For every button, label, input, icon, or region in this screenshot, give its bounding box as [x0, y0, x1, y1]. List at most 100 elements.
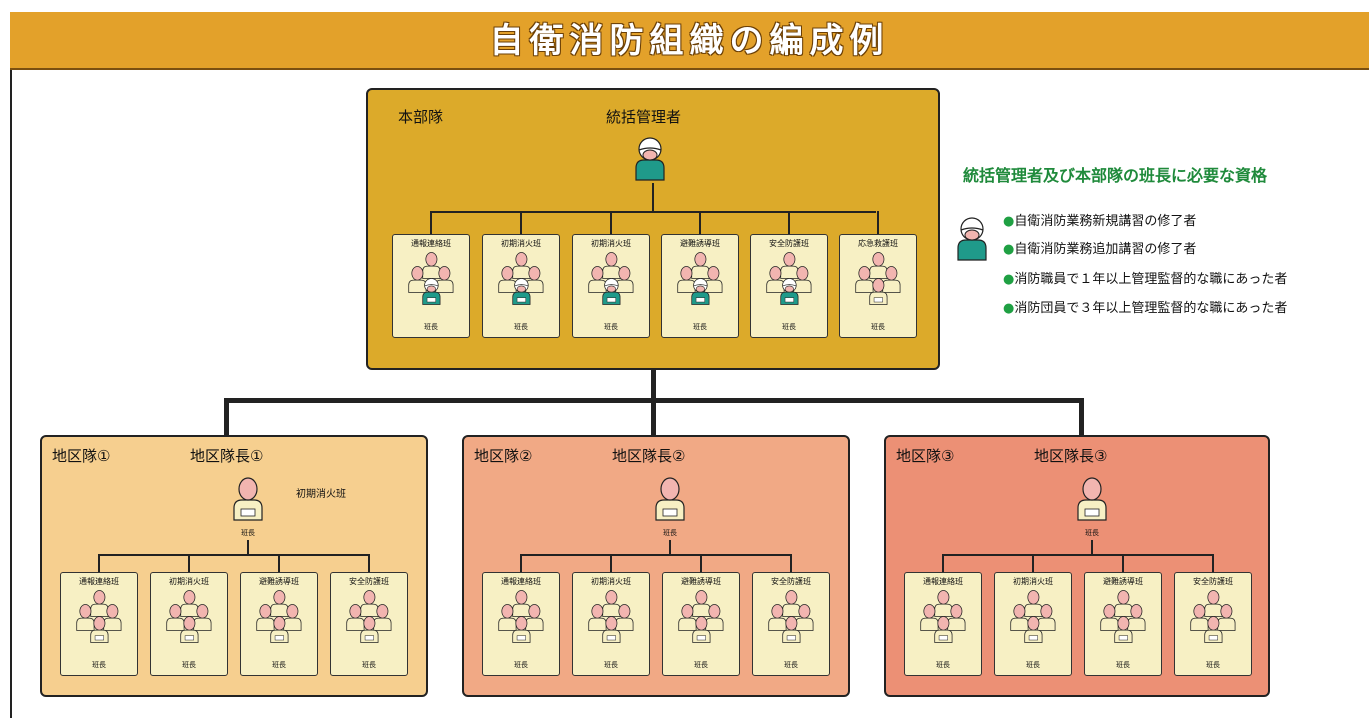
- team-name: 避難誘導班: [1103, 577, 1143, 586]
- person-icon: [1127, 604, 1146, 631]
- person-icon: [588, 604, 607, 631]
- person-icon: [855, 266, 874, 293]
- team-name: 初期消火班: [591, 577, 631, 586]
- team-name: 初期消火班: [169, 577, 209, 586]
- person-icon: [76, 604, 95, 631]
- person-icon: [359, 590, 379, 617]
- hq-tree-branch: [788, 211, 790, 234]
- district-tree-branch: [1212, 554, 1214, 572]
- person-icon: [346, 604, 365, 631]
- person-icon: [1010, 604, 1029, 631]
- team-name: 避難誘導班: [259, 577, 299, 586]
- person-icon: [781, 590, 801, 617]
- team-leader-badge: 班長: [1026, 661, 1040, 669]
- qualification-item: ●消防団員で３年以上管理監督的な職にあった者: [1003, 297, 1287, 316]
- person-icon: [615, 266, 634, 293]
- team-leader-badge: 班長: [1116, 661, 1130, 669]
- person-icon: [179, 616, 199, 643]
- person-icon: [868, 252, 888, 279]
- person-icon: [233, 477, 263, 521]
- district-tree-branch: [942, 554, 944, 572]
- district-tree-branch: [278, 554, 280, 572]
- person-icon: [511, 252, 531, 279]
- team-leader-badge: 班長: [1206, 661, 1220, 669]
- person-icon: [373, 604, 392, 631]
- team-name: 通報連絡班: [79, 577, 119, 586]
- person-icon: [283, 604, 302, 631]
- connector-hq-down: [651, 370, 656, 402]
- district-tree-bar: [520, 554, 790, 556]
- qualification-item: ●消防職員で１年以上管理監督的な職にあった者: [1003, 268, 1287, 287]
- team-name: 初期消火班: [591, 239, 631, 248]
- hq-tree-bar: [430, 211, 876, 213]
- team-leader-badge: 班長: [782, 323, 796, 331]
- bullet-icon: ●: [1003, 242, 1015, 257]
- person-icon: [1037, 604, 1056, 631]
- team-name: 初期消火班: [1013, 577, 1053, 586]
- qualification-title: 統括管理者及び本部隊の班長に必要な資格: [963, 166, 1268, 185]
- person-icon: [933, 616, 953, 643]
- person-icon: [1023, 616, 1043, 643]
- person-icon: [793, 266, 812, 293]
- person-icon: [435, 266, 454, 293]
- qualification-item: ●自衛消防業務新規講習の修了者: [1003, 210, 1196, 229]
- team-name: 通報連絡班: [411, 239, 451, 248]
- team-unit: 初期消火班: [994, 572, 1072, 676]
- connector-district-3: [1079, 398, 1084, 436]
- connector-district-1: [224, 398, 229, 436]
- person-icon: [193, 604, 212, 631]
- person-icon: [588, 266, 607, 293]
- person-icon: [1217, 604, 1236, 631]
- person-icon: [179, 590, 199, 617]
- qualification-text: 自衛消防業務新規講習の修了者: [1014, 214, 1197, 229]
- person-icon: [678, 604, 697, 631]
- team-name: 避難誘導班: [680, 239, 720, 248]
- district-tree-branch: [98, 554, 100, 572]
- person-icon: [677, 266, 696, 293]
- bullet-icon: ●: [1003, 214, 1015, 229]
- person-icon: [269, 590, 289, 617]
- team-name: 避難誘導班: [681, 577, 721, 586]
- team-leader-badge: 班長: [182, 661, 196, 669]
- person-icon: [359, 616, 379, 643]
- district-leader-badge: 班長: [241, 529, 255, 537]
- team-leader-badge: 班長: [784, 661, 798, 669]
- person-icon: [704, 266, 723, 293]
- person-icon: [408, 266, 427, 293]
- district-tree-branch: [700, 554, 702, 572]
- district-unit-label: 地区隊③: [896, 447, 955, 465]
- person-icon: [1023, 590, 1043, 617]
- district-tree-branch: [368, 554, 370, 572]
- team-leader-badge: 班長: [92, 661, 106, 669]
- hq-tree-branch: [877, 211, 879, 234]
- person-icon: [655, 477, 685, 521]
- team-leader-badge: 班長: [362, 661, 376, 669]
- person-icon: [868, 278, 888, 305]
- person-icon: [690, 252, 710, 279]
- hq-tree-stem: [652, 183, 654, 211]
- team-leader-badge: 班長: [514, 323, 528, 331]
- team-name: 応急救護班: [858, 239, 898, 248]
- hq-tree-branch: [610, 211, 612, 234]
- person-icon: [1077, 477, 1107, 521]
- bullet-icon: ●: [1003, 272, 1015, 287]
- helmet-person-icon: [421, 278, 441, 305]
- qualification-text: 消防職員で１年以上管理監督的な職にあった者: [1014, 272, 1288, 287]
- team-leader-badge: 班長: [514, 661, 528, 669]
- district-leader-label: 地区隊長②: [612, 447, 686, 465]
- person-icon: [256, 604, 275, 631]
- person-icon: [89, 616, 109, 643]
- helmet-person-icon: [601, 278, 621, 305]
- district-leader-label: 地区隊長①: [190, 447, 264, 465]
- district-tree-bar: [942, 554, 1212, 556]
- team-name: 安全防護班: [1193, 577, 1233, 586]
- team-leader-badge: 班長: [693, 323, 707, 331]
- person-icon: [947, 604, 966, 631]
- person-icon: [498, 266, 517, 293]
- district-note: 初期消火班: [296, 489, 346, 500]
- district-tree-bar: [98, 554, 368, 556]
- person-icon: [691, 616, 711, 643]
- person-icon: [421, 252, 441, 279]
- person-icon: [601, 616, 621, 643]
- person-icon: [779, 252, 799, 279]
